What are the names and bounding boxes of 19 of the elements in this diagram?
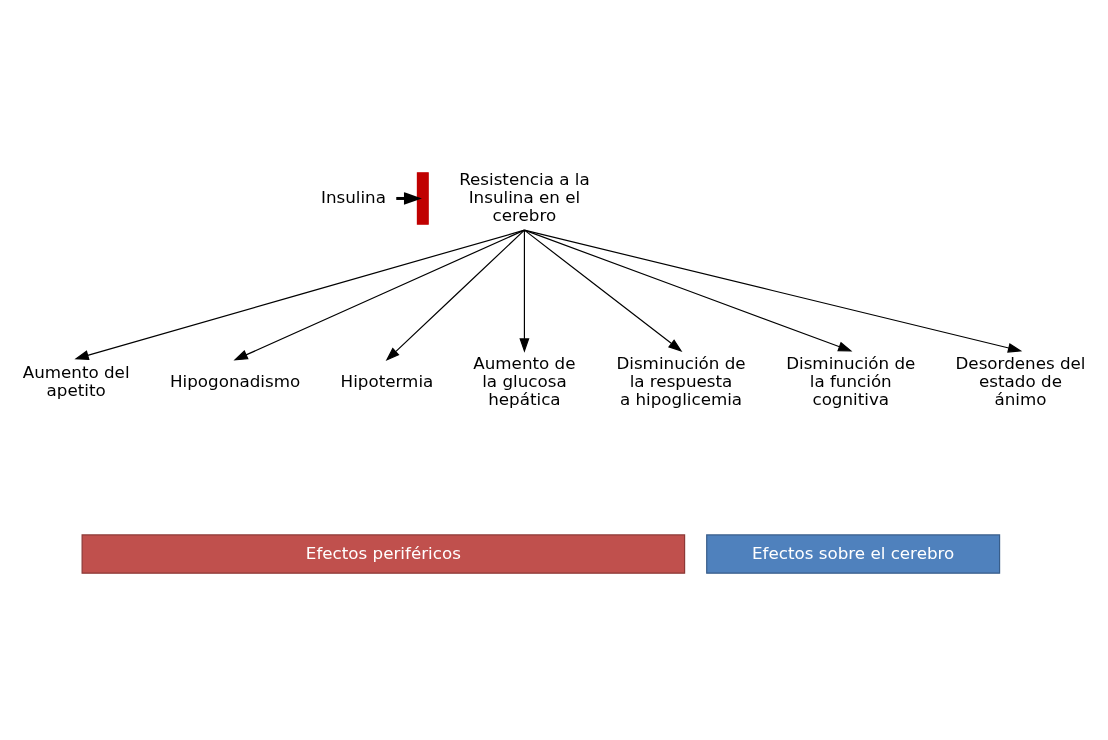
node-text: Aumento del apetito xyxy=(22,362,130,400)
arrow xyxy=(523,229,853,352)
node-text: Hipotermia xyxy=(340,370,434,391)
arrow xyxy=(523,229,683,352)
node-text: Hipogonadismo xyxy=(170,370,301,391)
node-box: Efectos sobre el cerebro xyxy=(706,534,1001,574)
arrow xyxy=(385,229,525,362)
node-bar xyxy=(416,172,429,225)
node-text: Insulina xyxy=(320,186,386,207)
node-text: Aumento de la glucosa hepática xyxy=(473,353,576,409)
node-box: Efectos periféricos xyxy=(81,534,686,574)
arrow xyxy=(519,229,530,353)
node-text: Disminución de la función cognitiva xyxy=(786,353,916,409)
arrow xyxy=(523,229,1023,353)
node-text: Desordenes del estado de ánimo xyxy=(955,353,1086,409)
arrow xyxy=(233,229,525,361)
arrow xyxy=(74,229,525,360)
node-text: Disminución de la respuesta a hipoglicemia xyxy=(616,353,746,409)
node-text: Resistencia a la Insulina en el cerebro xyxy=(459,168,590,225)
